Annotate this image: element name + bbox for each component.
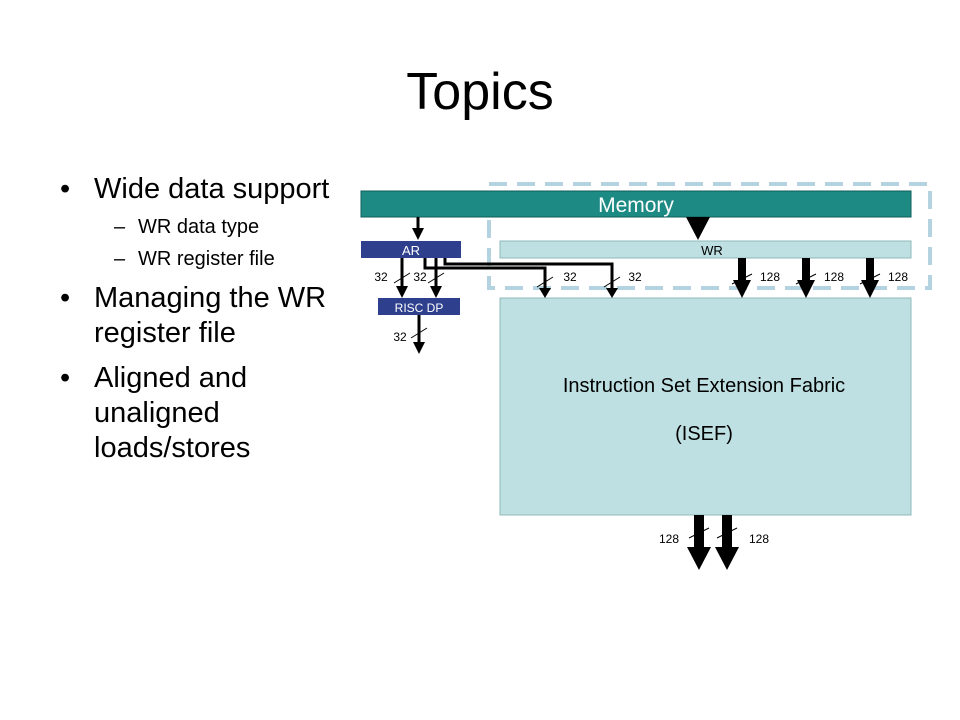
risc-dp-label: RISC DP [395,301,444,315]
slash-isef-out-2 [716,527,738,539]
isef-out-shaft-1 [694,515,704,549]
slash-wr-isef-1 [731,273,753,285]
wr-register [499,240,912,259]
memory-bar [360,190,912,218]
isef-label-line2: (ISEF) [675,423,733,445]
ar-register [361,241,461,258]
slash-ar-out-2 [427,272,445,284]
memory-label: Memory [598,194,674,217]
width-label-ar-isef-1: 32 [563,270,577,284]
slash-isef-out-1 [688,527,710,539]
width-label-ar-out-2: 32 [413,270,427,284]
ar-label: AR [402,243,420,258]
width-label-wr-isef-1: 128 [760,270,780,284]
isef-block [499,297,912,516]
width-label-risc-out: 32 [393,330,407,344]
wr-to-isef-shaft-3 [866,258,874,282]
width-label-wr-isef-3: 128 [888,270,908,284]
sub-bullet-wr-data-type: WR data type [60,215,360,239]
wr-to-isef-arrowhead-1 [733,280,751,298]
ar-to-isef-route-1 [423,258,547,292]
slash-risc-out [410,327,428,339]
width-label-ar-out-1: 32 [374,270,388,284]
slide-title: Topics [406,63,554,121]
ar-to-isef-arrowhead-2 [606,288,618,298]
isef-label-line1: Instruction Set Extension Fabric [563,375,845,397]
isef-out-arrowhead-2 [715,547,739,570]
bullet-wide-data: Wide data support [60,172,360,207]
slash-ar-isef-1 [536,276,554,288]
slash-ar-isef-2 [603,276,621,288]
width-label-wr-isef-2: 128 [824,270,844,284]
wr-to-isef-shaft-1 [738,258,746,282]
slash-wr-isef-3 [859,273,881,285]
width-label-ar-isef-2: 32 [628,270,642,284]
wr-to-isef-arrowhead-3 [861,280,879,298]
width-label-isef-out-1: 128 [659,532,679,546]
isef-out-shaft-2 [722,515,732,549]
wr-label: WR [701,243,723,258]
slash-ar-out-1 [393,272,411,284]
slash-wr-isef-2 [795,273,817,285]
bullet-managing-wr: Managing the WR register file [60,281,360,351]
wr-region-dashed-box [487,182,932,290]
topic-list: Wide data support WR data type WR regist… [60,172,360,476]
wr-to-isef-shaft-2 [802,258,810,282]
ar-to-isef-route-2 [443,258,614,292]
wr-to-isef-arrowhead-2 [797,280,815,298]
width-label-isef-out-2: 128 [749,532,769,546]
ar-to-isef-arrowhead-1 [539,288,551,298]
risc-dp-block [378,298,460,315]
isef-out-arrowhead-1 [687,547,711,570]
bullet-loads-stores: Aligned and unaligned loads/stores [60,361,360,466]
bus-width-slashes [393,272,881,539]
memory-to-wr-arrow [686,217,710,240]
sub-bullet-wr-register-file: WR register file [60,247,360,271]
